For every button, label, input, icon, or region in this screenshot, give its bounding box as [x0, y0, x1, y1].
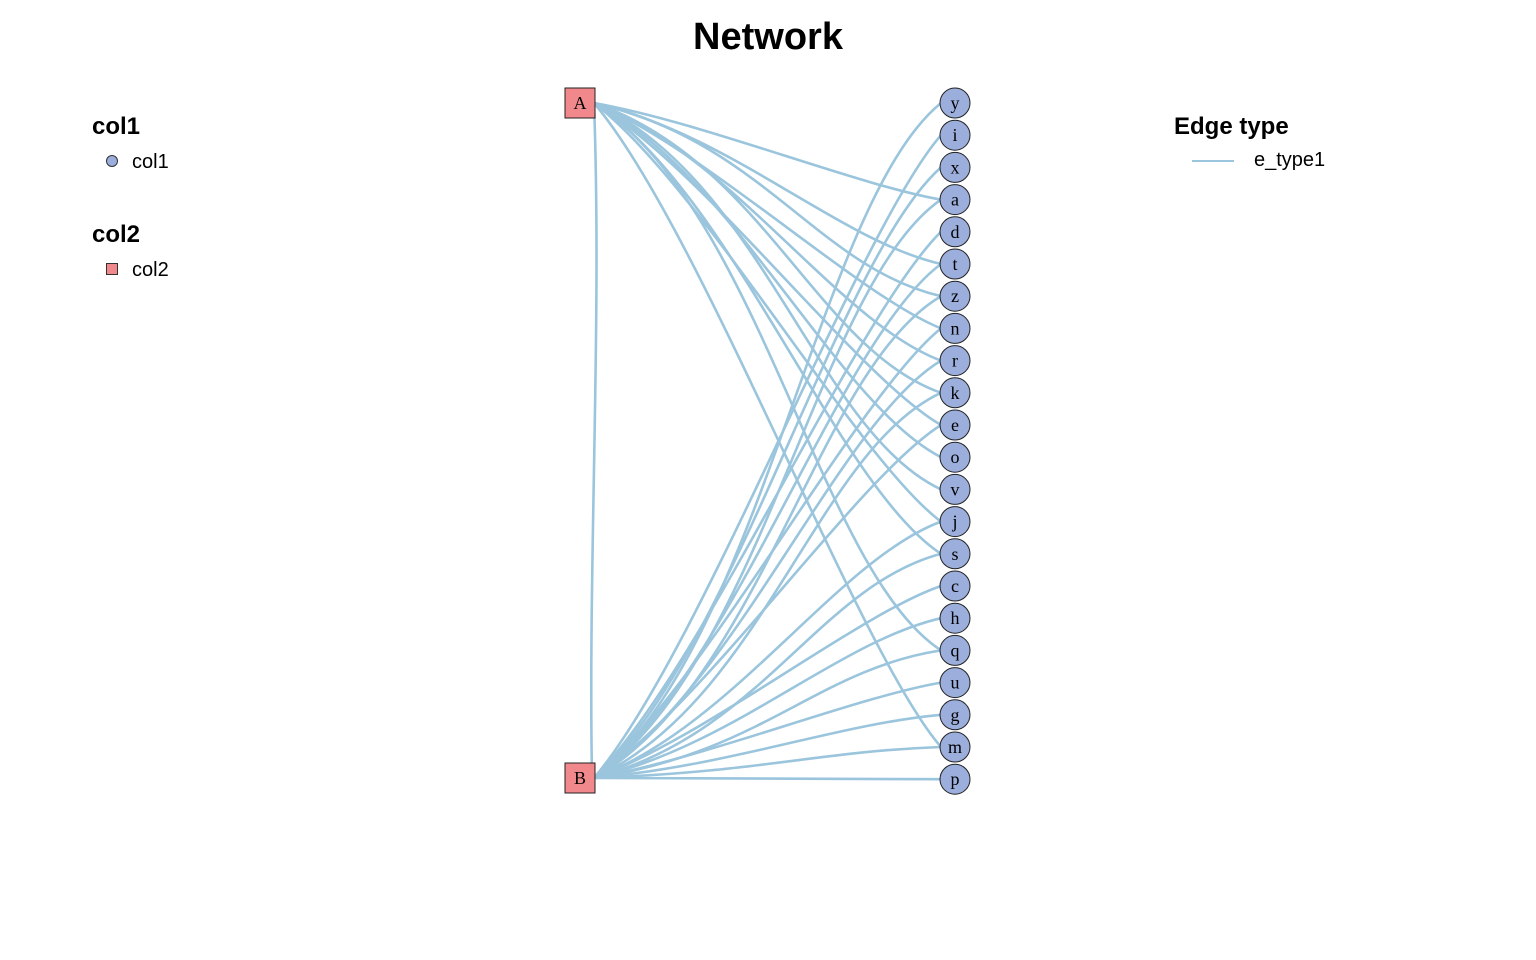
edge-B-x — [593, 166, 942, 779]
legend-col1-heading: col1 — [92, 113, 141, 140]
edge-B-g — [593, 713, 942, 780]
edge-B-n — [593, 327, 942, 780]
node-m[interactable] — [939, 731, 971, 763]
edge-B-i — [593, 134, 942, 779]
node-label-i: i — [952, 125, 957, 145]
legend-edge-label: e_type1 — [1254, 149, 1326, 171]
node-label-g: g — [951, 705, 960, 725]
node-d[interactable] — [939, 216, 971, 248]
edge-B-a — [593, 198, 942, 780]
edge-B-h — [593, 616, 942, 780]
node-c[interactable] — [939, 570, 971, 602]
legend-col2-label: col2 — [132, 259, 169, 281]
edge-B-m — [593, 745, 942, 780]
edge-B-d — [593, 230, 942, 779]
edge-B-c — [593, 584, 942, 780]
node-e[interactable] — [939, 409, 971, 441]
node-label-x: x — [951, 157, 960, 177]
node-j[interactable] — [939, 506, 971, 538]
node-o[interactable] — [939, 441, 971, 473]
edge-layer — [589, 101, 942, 781]
node-label-u: u — [951, 673, 960, 693]
node-u[interactable] — [939, 667, 971, 699]
edge-A-e — [593, 101, 942, 427]
edge-B-s — [593, 552, 942, 780]
node-A[interactable] — [564, 87, 596, 119]
edge-A-m — [593, 102, 942, 748]
legend-col2-heading: col2 — [92, 221, 141, 248]
edge-B-u — [593, 681, 942, 780]
edge-B-e — [593, 423, 942, 780]
node-label-e: e — [951, 415, 959, 435]
node-z[interactable] — [939, 280, 971, 312]
node-label-c: c — [951, 576, 959, 596]
edge-A-j — [593, 101, 942, 523]
node-n[interactable] — [939, 312, 971, 344]
node-label-k: k — [951, 383, 960, 403]
legend-edge-line-icon — [1192, 160, 1234, 162]
node-label-m: m — [948, 737, 962, 757]
edge-A-o — [593, 101, 942, 459]
node-label-v: v — [951, 479, 960, 499]
node-p[interactable] — [939, 763, 971, 795]
edge-B-p — [593, 776, 942, 781]
node-label-q: q — [951, 640, 960, 660]
edge-B-t — [593, 262, 942, 780]
node-label-B: B — [574, 768, 586, 788]
edge-A-v — [593, 101, 942, 491]
legend-col1-circle-icon — [106, 155, 118, 167]
node-y[interactable] — [939, 87, 971, 119]
node-v[interactable] — [939, 473, 971, 505]
node-q[interactable] — [939, 634, 971, 666]
edge-B-k — [593, 391, 942, 780]
node-a[interactable] — [939, 184, 971, 216]
node-g[interactable] — [939, 699, 971, 731]
node-label-o: o — [951, 447, 960, 467]
node-label-y: y — [951, 93, 960, 113]
legend-edge-heading: Edge type — [1174, 113, 1289, 140]
edge-B-j — [593, 520, 942, 780]
chart-title: Network — [693, 16, 843, 58]
node-label-s: s — [951, 544, 958, 564]
node-label-a: a — [951, 190, 959, 210]
node-label-n: n — [951, 318, 960, 338]
node-label-p: p — [951, 769, 960, 789]
node-h[interactable] — [939, 602, 971, 634]
node-k[interactable] — [939, 377, 971, 409]
node-B[interactable] — [564, 762, 596, 794]
node-label-j: j — [951, 512, 957, 532]
legend-col1-label: col1 — [132, 151, 169, 173]
node-r[interactable] — [939, 345, 971, 377]
edge-A-z — [593, 101, 942, 298]
node-s[interactable] — [939, 538, 971, 570]
node-x[interactable] — [939, 151, 971, 183]
node-t[interactable] — [939, 248, 971, 280]
legend-col2-square-icon — [106, 263, 118, 275]
edge-A-k — [593, 101, 942, 395]
node-label-d: d — [951, 222, 960, 242]
edge-A-q — [593, 101, 942, 652]
edge-A-B — [589, 102, 598, 779]
node-label-z: z — [951, 286, 959, 306]
node-label-A: A — [574, 93, 587, 113]
node-label-h: h — [951, 608, 960, 628]
node-label-t: t — [952, 254, 957, 274]
node-label-r: r — [952, 351, 958, 371]
node-i[interactable] — [939, 119, 971, 151]
